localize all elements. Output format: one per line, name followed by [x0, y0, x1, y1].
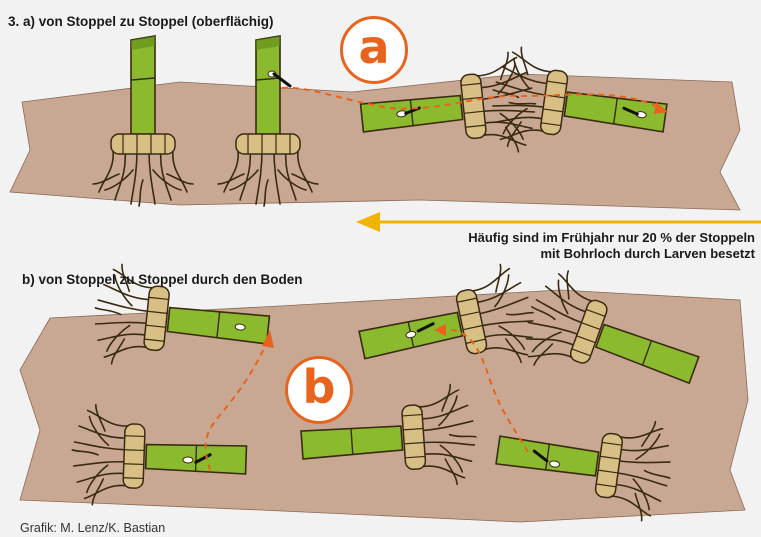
section-b-badge: b [285, 356, 353, 424]
note-line-2: mit Bohrloch durch Larven besetzt [540, 246, 755, 261]
section-a-badge: a [340, 16, 408, 84]
graphic-credit: Grafik: M. Lenz/K. Bastian [20, 521, 165, 535]
note-line-1: Häufig sind im Frühjahr nur 20 % der Sto… [468, 230, 755, 245]
section-b-title: b) von Stoppel zu Stoppel durch den Bode… [22, 272, 303, 287]
section-a-title: 3. a) von Stoppel zu Stoppel (oberflächi… [8, 14, 274, 29]
